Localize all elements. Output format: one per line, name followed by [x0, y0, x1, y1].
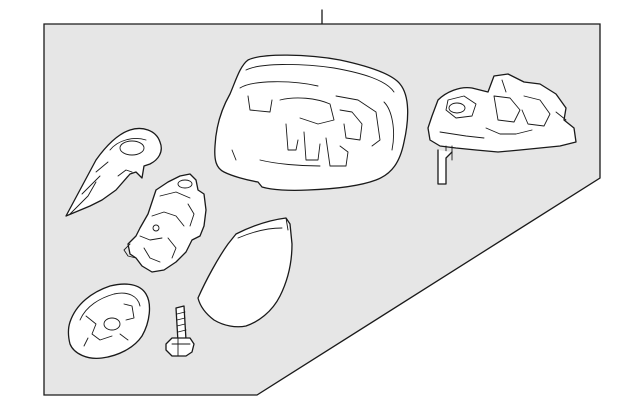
mount-bracket-with-harness — [427, 73, 577, 185]
triangle-trim-cover — [65, 127, 162, 217]
mounting-bolt — [165, 305, 195, 357]
lower-skull-cap-cover — [197, 217, 293, 328]
mirror-housing — [214, 54, 409, 192]
power-actuator-motor — [123, 173, 207, 273]
mirror-glass-holder — [67, 283, 151, 360]
